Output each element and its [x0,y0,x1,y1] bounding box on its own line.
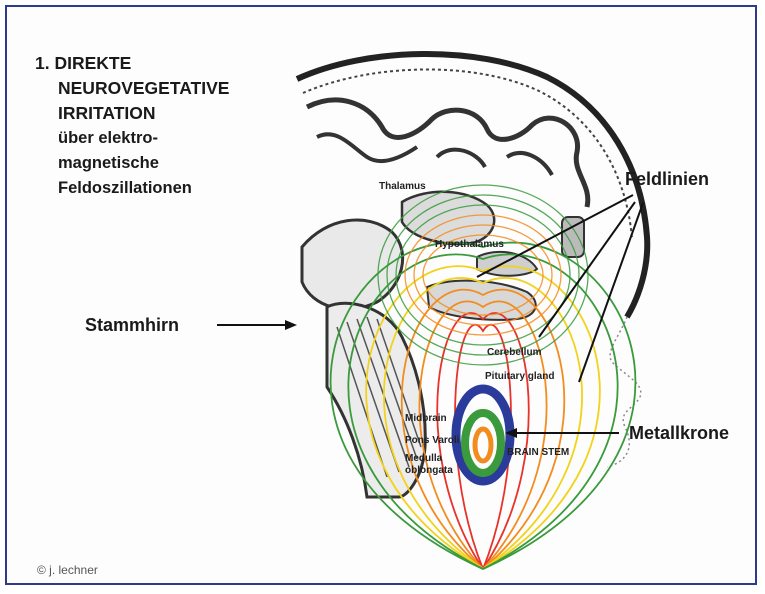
anat-medulla-1: Medulla [405,453,442,464]
heading-line-6: Feldoszillationen [35,176,229,201]
anat-thalamus: Thalamus [379,181,426,192]
anat-midbrain: Midbrain [405,413,447,424]
anat-brainstem: BRAIN STEM [507,447,569,458]
anat-pons: Pons Varoli [405,435,459,446]
heading-line-4: über elektro- [35,126,229,151]
cerebrum-folds [317,134,552,175]
label-metallkrone: Metallkrone [629,423,729,444]
anat-pituitary: Pituitary gland [485,371,554,382]
heading-line-5: magnetische [35,151,229,176]
anat-medulla-2: oblongata [405,465,453,476]
figure-frame: 1. DIREKTE NEUROVEGETATIVE IRRITATION üb… [5,5,757,585]
lower-structure [427,281,536,320]
metal-crown-core [475,429,491,461]
heading-line-1: 1. DIREKTE [35,51,229,76]
anat-cerebellum: Cerebellum [487,347,541,358]
heading: 1. DIREKTE NEUROVEGETATIVE IRRITATION üb… [35,51,229,201]
arrowhead-stammhirn [285,320,297,330]
copyright-notice: © j. lechner [37,563,98,577]
heading-line-3: IRRITATION [35,101,229,126]
label-feldlinien: Feldlinien [625,169,709,190]
heading-line-2: NEUROVEGETATIVE [35,76,229,101]
label-stammhirn: Stammhirn [85,315,179,336]
anat-hypothalamus: Hypothalamus [435,239,504,250]
metal-crown-inner [465,413,501,473]
